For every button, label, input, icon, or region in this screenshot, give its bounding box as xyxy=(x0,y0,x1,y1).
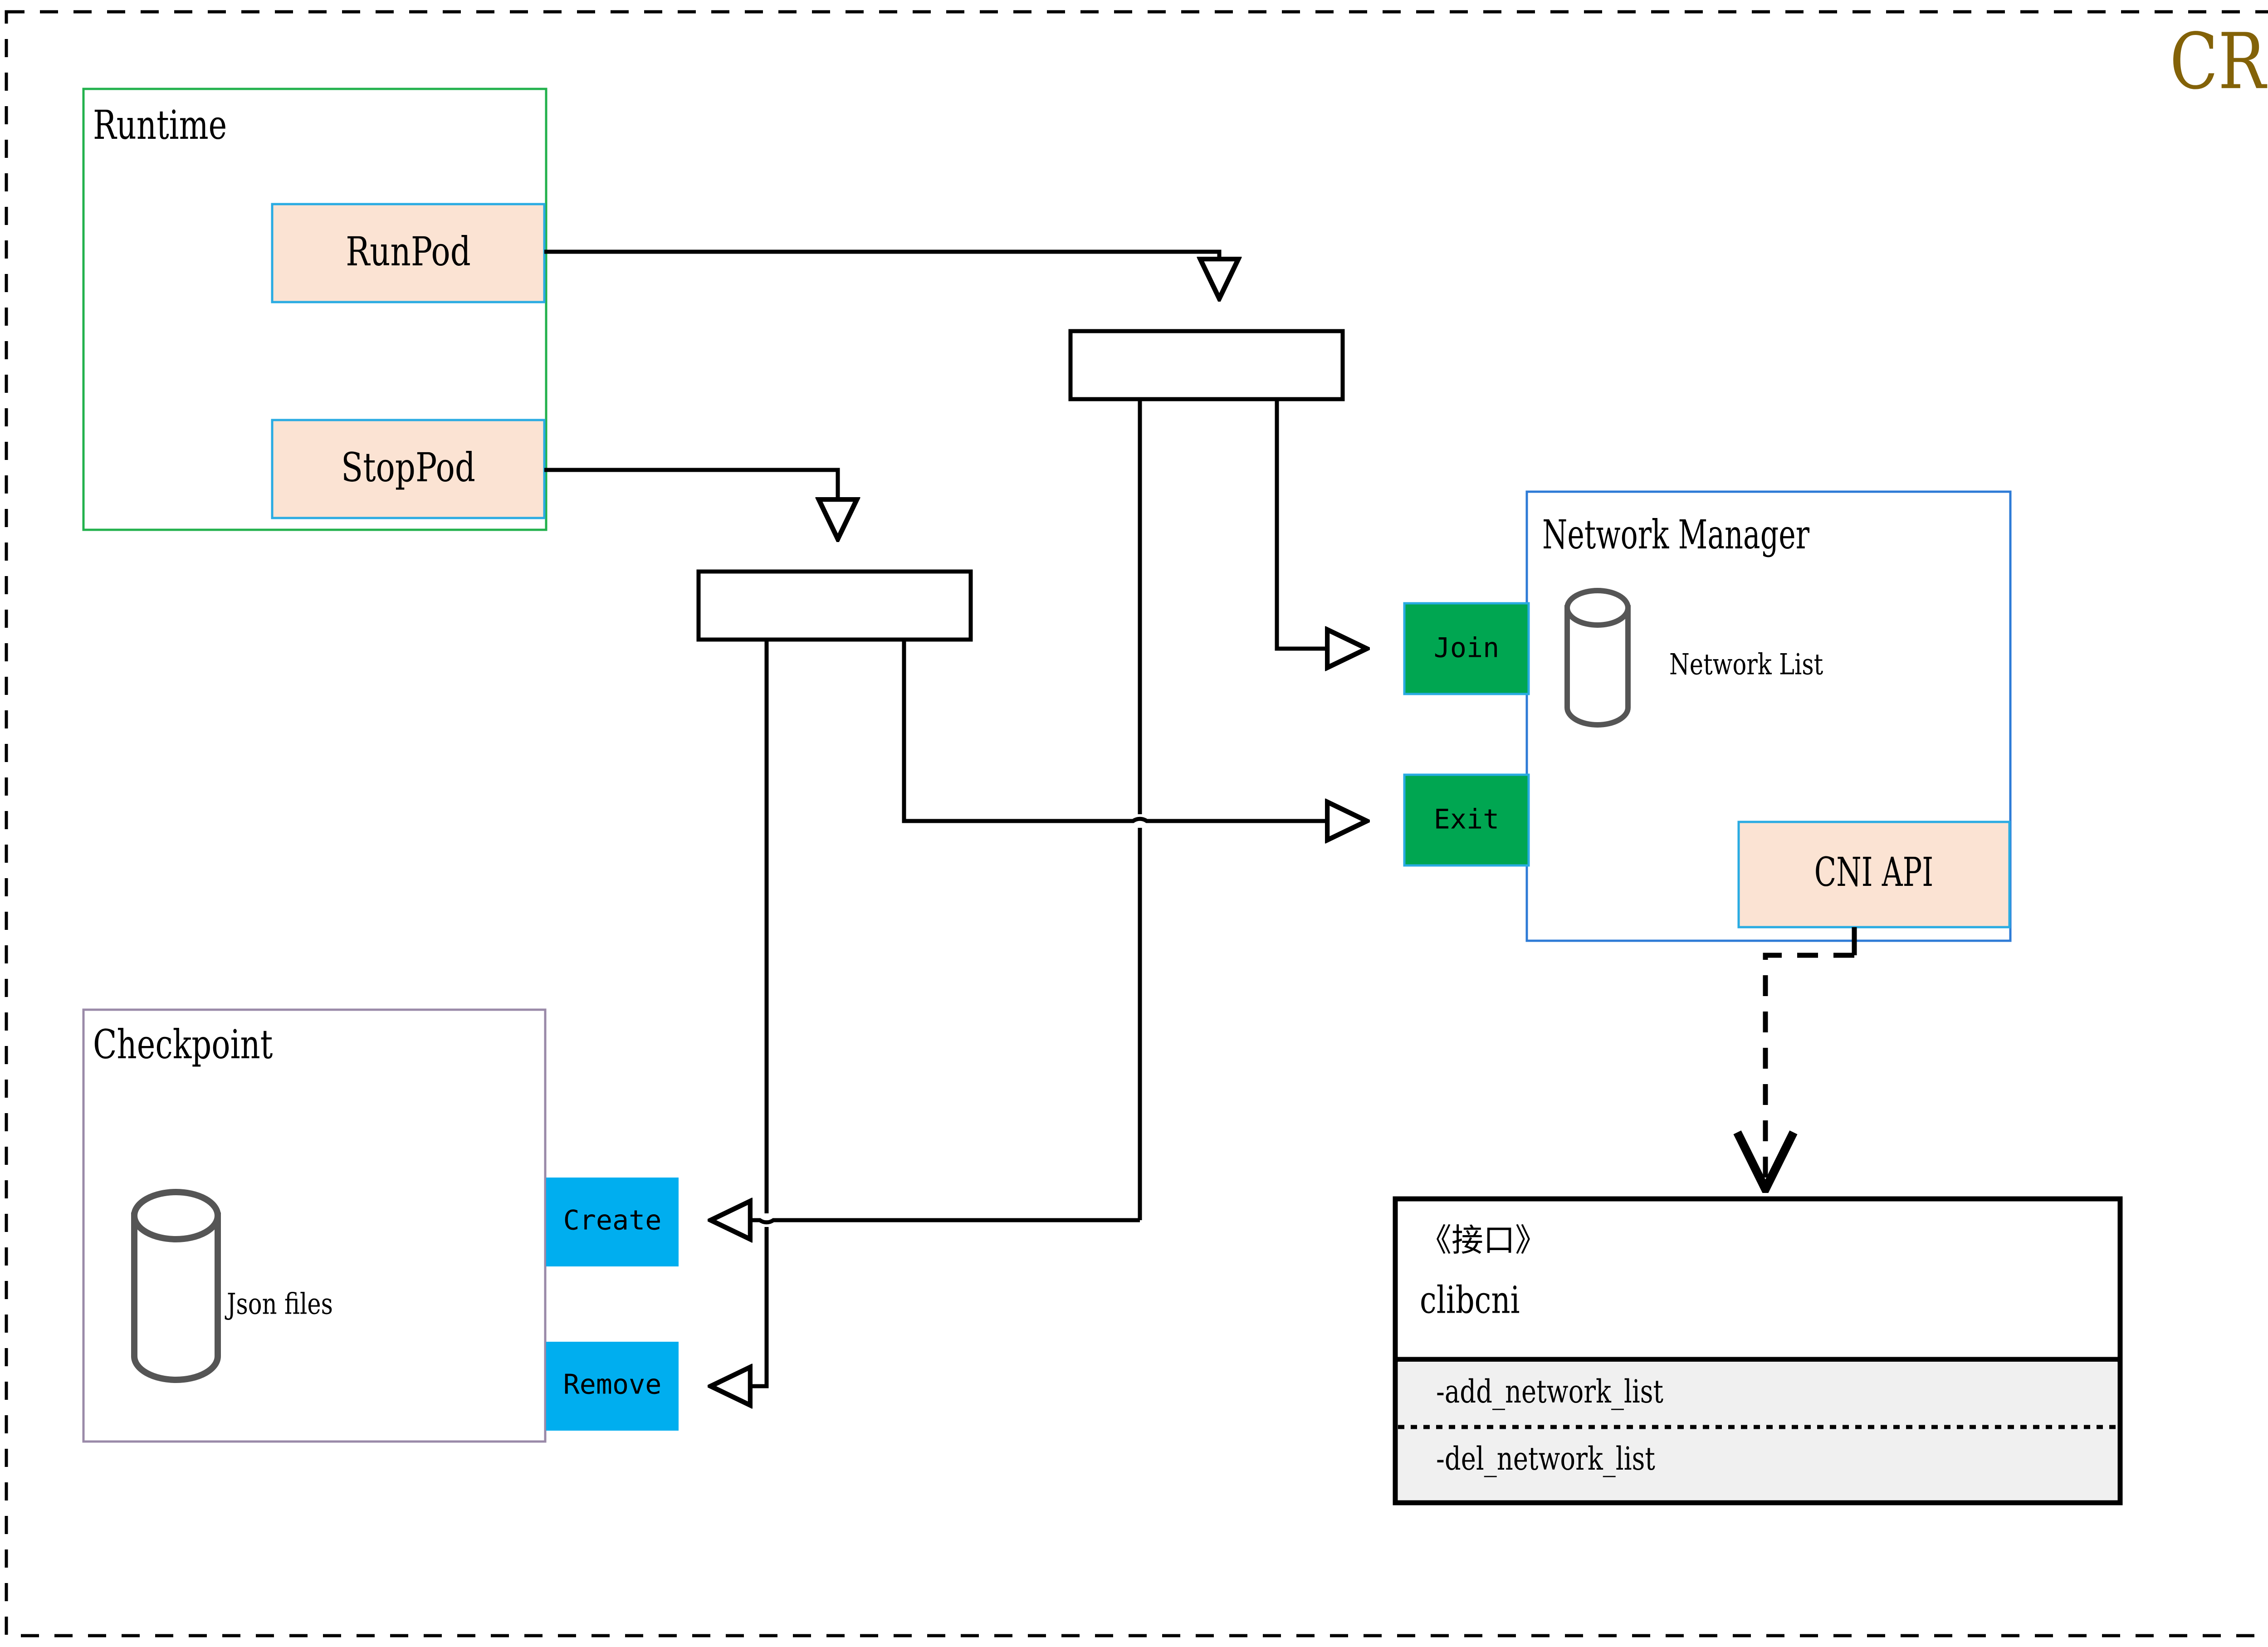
remove-box[interactable] xyxy=(546,1342,679,1431)
junction-box-top[interactable] xyxy=(1068,329,1345,401)
runpod-label: RunPod xyxy=(346,228,471,275)
checkpoint-group-label: Checkpoint xyxy=(93,1021,273,1068)
connector-layer xyxy=(544,249,1368,1386)
remove-label: Remove xyxy=(563,1369,662,1401)
network-manager-cni-api[interactable]: CNI API xyxy=(1737,821,2011,929)
clibcni-name: clibcni xyxy=(1420,1278,1520,1322)
cylinder-database-icon xyxy=(131,1189,221,1383)
cni-api-dashed-link xyxy=(1765,953,1854,1188)
exit-label: Exit xyxy=(1434,804,1500,836)
stoppod-label: StopPod xyxy=(341,444,475,491)
network-manager-group-box xyxy=(1525,490,2012,942)
group-runtime: Runtime RunPod StopPod xyxy=(82,88,547,531)
runpod-box[interactable] xyxy=(271,203,546,303)
junction-top-box[interactable] xyxy=(1068,329,1345,401)
join-label: Join xyxy=(1434,632,1500,664)
network-manager-storage: Network List xyxy=(1564,588,1823,728)
checkpoint-group-box xyxy=(82,1008,547,1443)
create-label: Create xyxy=(563,1205,662,1236)
checkpoint-op-create[interactable]: Create xyxy=(546,1178,679,1266)
runtime-op-stoppod[interactable]: StopPod xyxy=(271,419,546,519)
clibcni-methods-compartment xyxy=(1398,1362,2117,1500)
outer-dashed-frame xyxy=(5,10,2268,1637)
clibcni-stereotype: 《接口》 xyxy=(1420,1222,1547,1259)
connector-junction-top-to-join xyxy=(1275,399,1368,649)
cni-api-label: CNI API xyxy=(1814,850,1933,896)
connector-cni-api-to-clibcni xyxy=(1765,927,1857,1188)
network-manager-group-label: Network Manager xyxy=(1542,512,1809,558)
connector-to-create xyxy=(710,1220,1140,1222)
runtime-group-label: Runtime xyxy=(93,102,227,148)
network-manager-port-join[interactable]: Join xyxy=(1403,602,1530,695)
checkpoint-op-remove[interactable]: Remove xyxy=(546,1342,679,1431)
clibcni-method-del: -del_network_list xyxy=(1436,1440,1655,1477)
network-manager-storage-label: Network List xyxy=(1669,647,1823,681)
junction-box-bottom[interactable] xyxy=(696,569,973,642)
create-box[interactable] xyxy=(546,1178,679,1266)
connector-junction-bottom-to-remove xyxy=(710,640,769,1386)
runtime-op-runpod[interactable]: RunPod xyxy=(271,203,546,303)
group-network-manager: Network Manager Network List CNI API Joi… xyxy=(1403,490,2012,942)
cni-api-box[interactable] xyxy=(1737,821,2011,929)
group-checkpoint: Checkpoint Json files Create Remove xyxy=(82,1008,679,1443)
checkpoint-storage-label: Json files xyxy=(225,1287,333,1321)
cylinder-database-icon xyxy=(1564,588,1631,728)
clibcni-method-add: -add_network_list xyxy=(1436,1373,1663,1410)
join-box[interactable] xyxy=(1403,602,1530,695)
page-title: CRI xyxy=(2170,17,2268,107)
exit-box[interactable] xyxy=(1403,773,1530,867)
junction-bottom-box[interactable] xyxy=(696,569,973,642)
network-manager-port-exit[interactable]: Exit xyxy=(1403,773,1530,867)
stoppod-box[interactable] xyxy=(271,419,546,519)
connector-stoppod-to-junction-bottom xyxy=(544,468,838,540)
runtime-group-box xyxy=(82,88,547,531)
checkpoint-storage: Json files xyxy=(131,1189,333,1383)
interface-clibcni[interactable]: 《接口》 clibcni -add_network_list -del_netw… xyxy=(1393,1196,2123,1505)
connector-junction-top-exit-branch xyxy=(971,819,1368,821)
connector-junction-bottom-to-create xyxy=(902,640,971,823)
connector-runpod-to-junction-top xyxy=(544,249,1219,299)
